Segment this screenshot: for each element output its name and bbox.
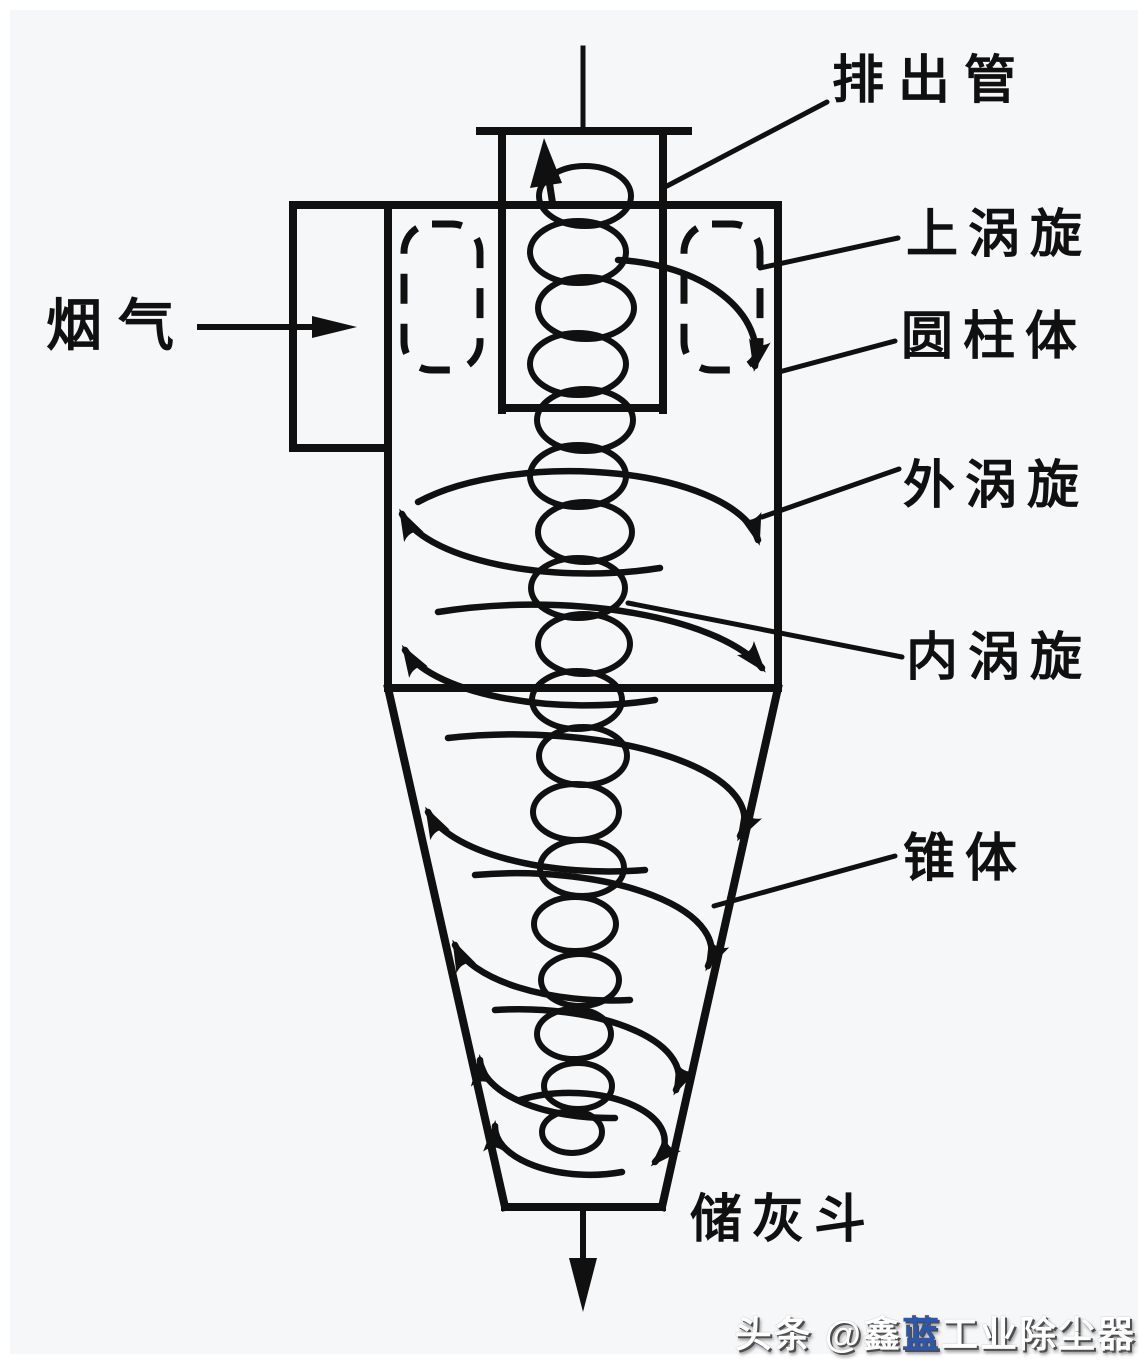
label-cone-body: 锥体 bbox=[903, 831, 1028, 888]
watermark-suffix: 工业除尘器 bbox=[941, 1314, 1136, 1355]
upper-vortex-dashed-zones bbox=[400, 220, 764, 374]
up-arrow-icon bbox=[530, 138, 562, 207]
label-inner-vortex: 内涡旋 bbox=[906, 630, 1093, 687]
label-outer-vortex: 外涡旋 bbox=[903, 458, 1090, 515]
inner-vortex-coil bbox=[527, 163, 637, 1156]
inlet-arrow-icon bbox=[197, 316, 357, 338]
outer-vortex-swirls bbox=[398, 256, 771, 1179]
label-cylinder-body: 圆柱体 bbox=[901, 309, 1088, 366]
watermark: 头条 @鑫蓝工业除尘器 bbox=[735, 1304, 1136, 1358]
label-ash-hopper: 储灰斗 bbox=[690, 1192, 877, 1249]
watermark-blue-char: 蓝 bbox=[902, 1314, 941, 1355]
label-flue-gas: 烟气 bbox=[46, 296, 190, 358]
label-discharge-pipe: 排出管 bbox=[832, 53, 1031, 110]
label-leader-lines bbox=[625, 99, 905, 909]
watermark-prefix: 头条 @鑫 bbox=[734, 1314, 902, 1355]
label-upper-vortex: 上涡旋 bbox=[906, 207, 1093, 264]
diagram-background bbox=[10, 10, 1138, 1354]
down-arrow-icon bbox=[569, 1207, 597, 1312]
